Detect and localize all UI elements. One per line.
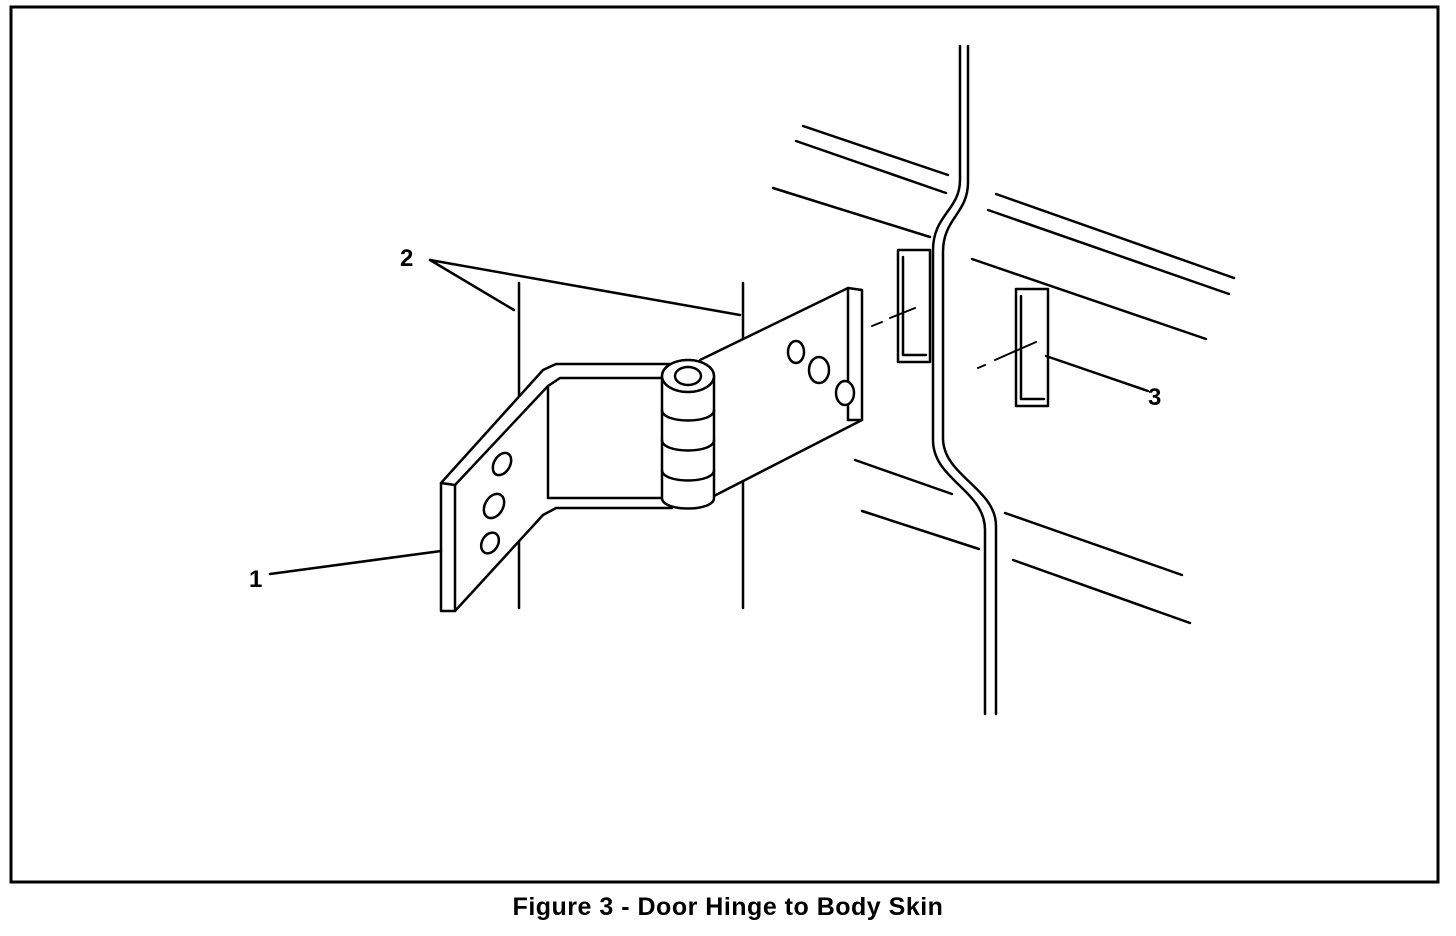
- figure-frame: [9, 5, 1440, 884]
- hinge-slot-left: [896, 248, 932, 364]
- callout-1: 1: [249, 566, 262, 593]
- figure-caption: Figure 3 - Door Hinge to Body Skin: [512, 893, 944, 921]
- hinge-body-leaf: [698, 286, 864, 499]
- body-panel-lines-left: [771, 124, 981, 551]
- hinge-slot-right: [1014, 287, 1050, 408]
- body-panel-lines-right: [970, 192, 1236, 625]
- hinge-knuckle: [660, 358, 716, 510]
- hinge-door-leaf: [439, 362, 674, 613]
- callout-2: 2: [400, 245, 413, 272]
- body-skin-seam: [931, 44, 998, 716]
- alignment-dash-lines: [871, 307, 1037, 369]
- callout-3: 3: [1148, 384, 1161, 411]
- callout-leaders: [268, 258, 1150, 576]
